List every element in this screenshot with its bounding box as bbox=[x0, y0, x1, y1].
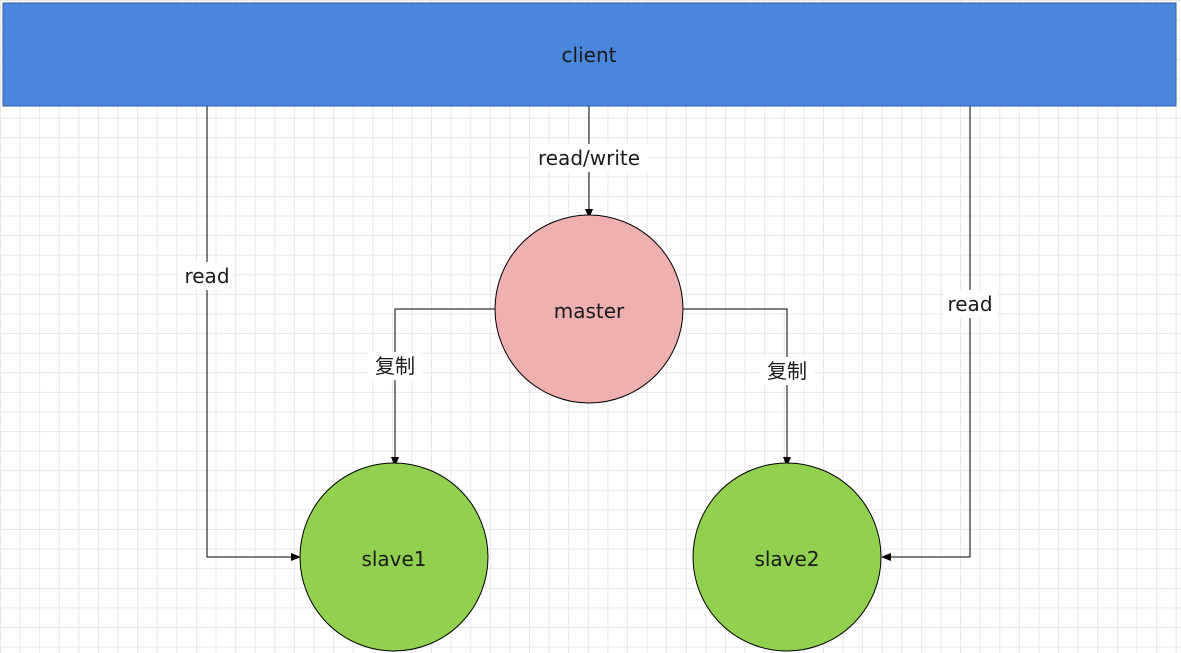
slave1-label: slave1 bbox=[361, 547, 426, 571]
client-label: client bbox=[562, 43, 617, 67]
edge-label-read-left: read bbox=[184, 264, 229, 288]
edge-label-bg-replicate-right bbox=[760, 357, 814, 385]
slave2-label: slave2 bbox=[754, 547, 819, 571]
edge-label-read-write: read/write bbox=[538, 146, 640, 170]
client-node: client bbox=[2, 2, 1177, 107]
edge-client-slave1 bbox=[206, 106, 301, 561]
edge-labels-group: read/write read read 复制 复制 bbox=[180, 144, 997, 385]
edge-client-slave2 bbox=[881, 106, 971, 561]
edge-label-bg-replicate-left bbox=[368, 352, 422, 380]
slave1-circle bbox=[299, 462, 489, 652]
edge-master-slave2 bbox=[683, 308, 791, 467]
edge-label-read-right: read bbox=[947, 292, 992, 316]
edge-label-replicate-right: 复制 bbox=[767, 359, 807, 383]
edge-label-bg-read-right bbox=[943, 290, 997, 318]
master-label: master bbox=[554, 299, 625, 323]
edge-master-slave1 bbox=[391, 308, 496, 467]
master-node: master bbox=[494, 214, 684, 404]
master-circle bbox=[494, 214, 684, 404]
client-box bbox=[2, 2, 1177, 107]
slave2-circle bbox=[692, 462, 882, 652]
edge-label-bg-read-write bbox=[531, 144, 648, 172]
edges-group bbox=[206, 106, 971, 561]
slave2-node: slave2 bbox=[692, 462, 882, 652]
edge-label-replicate-left: 复制 bbox=[375, 354, 415, 378]
edge-label-bg-read-left bbox=[180, 262, 234, 290]
slave1-node: slave1 bbox=[299, 462, 489, 652]
